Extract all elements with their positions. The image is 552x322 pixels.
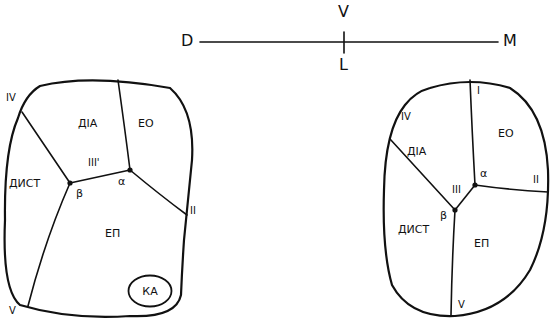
compartment-label: ДІА xyxy=(407,146,426,157)
septum-number: II xyxy=(190,206,196,216)
septum-line xyxy=(475,185,548,192)
section-outline xyxy=(384,82,549,316)
junction-dot xyxy=(127,167,132,172)
septum-number: V xyxy=(458,300,465,310)
septum-line xyxy=(390,139,455,210)
septum-number: I xyxy=(477,86,480,96)
vessel-label: КА xyxy=(142,286,157,297)
section-outline xyxy=(5,80,193,316)
compartment-label: ЕО xyxy=(498,128,514,139)
compartment-label: ЕП xyxy=(474,238,489,249)
vessel-oval: КА xyxy=(127,274,173,308)
compartment-label: ДИСТ xyxy=(9,178,40,189)
septum-line xyxy=(470,80,475,185)
junction-dot xyxy=(452,207,457,212)
septum-line xyxy=(451,210,455,315)
septum-line xyxy=(118,80,130,170)
septum-number: III xyxy=(452,185,461,195)
septum-line xyxy=(130,170,187,215)
compartment-label: ЕО xyxy=(138,118,154,129)
septum-number: IV xyxy=(6,93,16,103)
junction-label: β xyxy=(76,188,83,199)
orientation-tick xyxy=(343,32,345,53)
junction-dot xyxy=(67,180,72,185)
compartment-label: ЕП xyxy=(105,228,120,239)
junction-label: α xyxy=(480,168,487,179)
compartment-label: ДІА xyxy=(78,118,97,129)
septum-number: V xyxy=(9,306,16,316)
compartment-label: ДИСТ xyxy=(398,224,429,235)
axis-letter: V xyxy=(338,4,349,20)
septum-line xyxy=(22,112,70,183)
axis-letter: L xyxy=(339,57,348,73)
axis-letter: M xyxy=(503,33,517,49)
junction-label: α xyxy=(118,176,125,187)
junction-dot xyxy=(472,182,477,187)
axis-letter: D xyxy=(181,33,193,49)
oval-shape xyxy=(129,276,172,307)
septum-number: IV xyxy=(401,112,411,122)
septum-number: II xyxy=(533,175,539,185)
septum-number: III' xyxy=(88,158,100,168)
junction-label: β xyxy=(440,210,447,221)
septum-line xyxy=(28,183,70,306)
orientation-axis xyxy=(200,41,498,43)
